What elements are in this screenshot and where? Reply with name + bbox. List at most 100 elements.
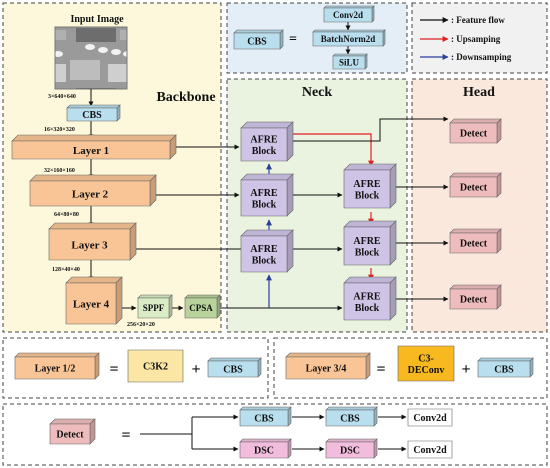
layer1-box: Layer 1 <box>11 134 177 160</box>
deconv-box-label: C3- <box>418 353 434 364</box>
dim-input: 3×640×640 <box>48 94 76 100</box>
input-image <box>54 26 128 90</box>
dim-layer3: 128×40×40 <box>52 267 80 273</box>
afre-block-1-label: Block <box>252 146 277 157</box>
cpsa-box: CPSA <box>184 294 221 319</box>
detect-box-4-label: Detect <box>460 295 488 306</box>
afre-block-2-label: AFRE <box>250 188 278 199</box>
component-boxes: CBS Layer 1 Layer 2 Layer 3 Layer 4 SPPF CPSA A… <box>11 5 534 459</box>
afre-block-4-label: Block <box>252 255 277 266</box>
legend-feature-label: : Feature flow <box>451 15 505 25</box>
layer12-cbs-label: CBS <box>223 365 243 376</box>
afre-block-6-label: Block <box>355 303 380 314</box>
arrow-up-1 <box>292 133 374 167</box>
cbs-silu-label: SiLU <box>339 58 360 68</box>
detect-def-conv-2-label: Conv2d <box>413 445 447 456</box>
layer34-cbs: CBS <box>477 357 534 378</box>
afre-block-5-label: AFRE <box>353 236 381 247</box>
afre-block-3-label: AFRE <box>353 179 381 190</box>
detect-def-cbs-2-label: CBS <box>340 414 360 425</box>
sppf-box: SPPF <box>137 294 173 319</box>
deconv-box-label: DEConv <box>408 365 445 376</box>
legend-downsampling-label: : Downsamping <box>451 52 512 62</box>
sppf-box-label: SPPF <box>143 303 165 313</box>
afre-block-6-label: AFRE <box>353 291 381 302</box>
legend-panel <box>411 2 548 74</box>
detect-def-dsc-1: DSC <box>239 438 292 459</box>
layer4-box-label: Layer 4 <box>73 298 110 310</box>
afre-block-3-label: Block <box>355 190 380 201</box>
detect-def-cbs-2: CBS <box>325 406 378 427</box>
detect-def-cbs-1-label: CBS <box>254 414 274 425</box>
cbs-def-equals: = <box>289 32 297 47</box>
layer2-box: Layer 2 <box>29 174 157 207</box>
detect-def-conv-2: Conv2d <box>407 440 453 459</box>
cbs-batchnorm2d: BatchNorm2d <box>312 29 386 47</box>
cpsa-box-label: CPSA <box>189 303 213 313</box>
cbs-conv2d: Conv2d <box>323 5 375 23</box>
detect-def-lhs: Detect <box>49 418 96 445</box>
detect-def-conv-1-label: Conv2d <box>413 413 447 424</box>
layer4-box: Layer 4 <box>65 276 123 325</box>
cbs-box: CBS <box>66 104 121 122</box>
deconv-box: C3-DEConv <box>397 345 455 382</box>
detect-box-4: Detect <box>449 284 502 310</box>
c3k2-box: C3K2 <box>127 349 184 383</box>
layer12-plus: + <box>191 361 200 378</box>
dim-sppf: 256×20×20 <box>127 322 155 328</box>
layer34-equals: = <box>376 361 385 378</box>
afre-block-1-label: AFRE <box>250 134 278 145</box>
detect-box-3: Detect <box>449 228 502 254</box>
cbs-def-lhs: CBS <box>233 29 284 50</box>
cbs-batchnorm2d-label: BatchNorm2d <box>321 34 376 44</box>
layer34-lhs-label: Layer 3/4 <box>306 364 347 375</box>
backbone-title: Backbone <box>156 90 215 105</box>
input-image-label: Input Image <box>70 14 124 25</box>
detect-def-dsc-2-label: DSC <box>340 446 360 457</box>
detect-def-conv-1: Conv2d <box>407 408 453 427</box>
detect-def-cbs-1: CBS <box>239 406 292 427</box>
dim-layer2: 64×80×80 <box>54 212 79 218</box>
layer12-equals: = <box>109 361 118 378</box>
cbs-def-lhs-label: CBS <box>247 37 267 48</box>
legend-upsampling-label: : Upsamping <box>451 34 501 44</box>
c3k2-box-label: C3K2 <box>143 362 168 373</box>
detect-def-dsc-2: DSC <box>325 438 378 459</box>
dim-after-cbs: 16×320×320 <box>44 127 75 133</box>
detect-box-1: Detect <box>449 118 502 144</box>
layer34-cbs-label: CBS <box>494 365 514 376</box>
detect-box-3-label: Detect <box>460 239 488 250</box>
afre-block-2-label: Block <box>252 199 277 210</box>
head-title: Head <box>463 85 495 100</box>
detect-equals: = <box>121 427 130 444</box>
layer34-lhs: Layer 3/4 <box>285 352 371 380</box>
detect-def-dsc-1-label: DSC <box>254 446 274 457</box>
layer12-lhs-label: Layer 1/2 <box>35 364 76 375</box>
cbs-box-label: CBS <box>82 110 102 121</box>
layer3-box: Layer 3 <box>48 222 137 261</box>
layer12-cbs: CBS <box>207 357 262 378</box>
dim-layer1: 32×160×160 <box>44 168 75 174</box>
detect-box-1-label: Detect <box>460 129 488 140</box>
layer2-box-label: Layer 2 <box>72 188 109 200</box>
layer3-box-label: Layer 3 <box>71 239 108 251</box>
cbs-conv2d-label: Conv2d <box>333 10 363 20</box>
neck-title: Neck <box>302 85 333 100</box>
arrow-afre1-detect <box>292 116 449 142</box>
layer12-lhs: Layer 1/2 <box>14 352 100 380</box>
detect-def-lhs-label: Detect <box>56 430 84 441</box>
detect-box-2-label: Detect <box>460 183 488 194</box>
afre-block-4-label: AFRE <box>250 244 278 255</box>
layer34-plus: + <box>461 361 470 378</box>
layer1-box-label: Layer 1 <box>73 145 109 157</box>
detect-box-2: Detect <box>449 172 502 198</box>
afre-block-5-label: Block <box>355 247 380 258</box>
cbs-silu: SiLU <box>332 53 368 70</box>
